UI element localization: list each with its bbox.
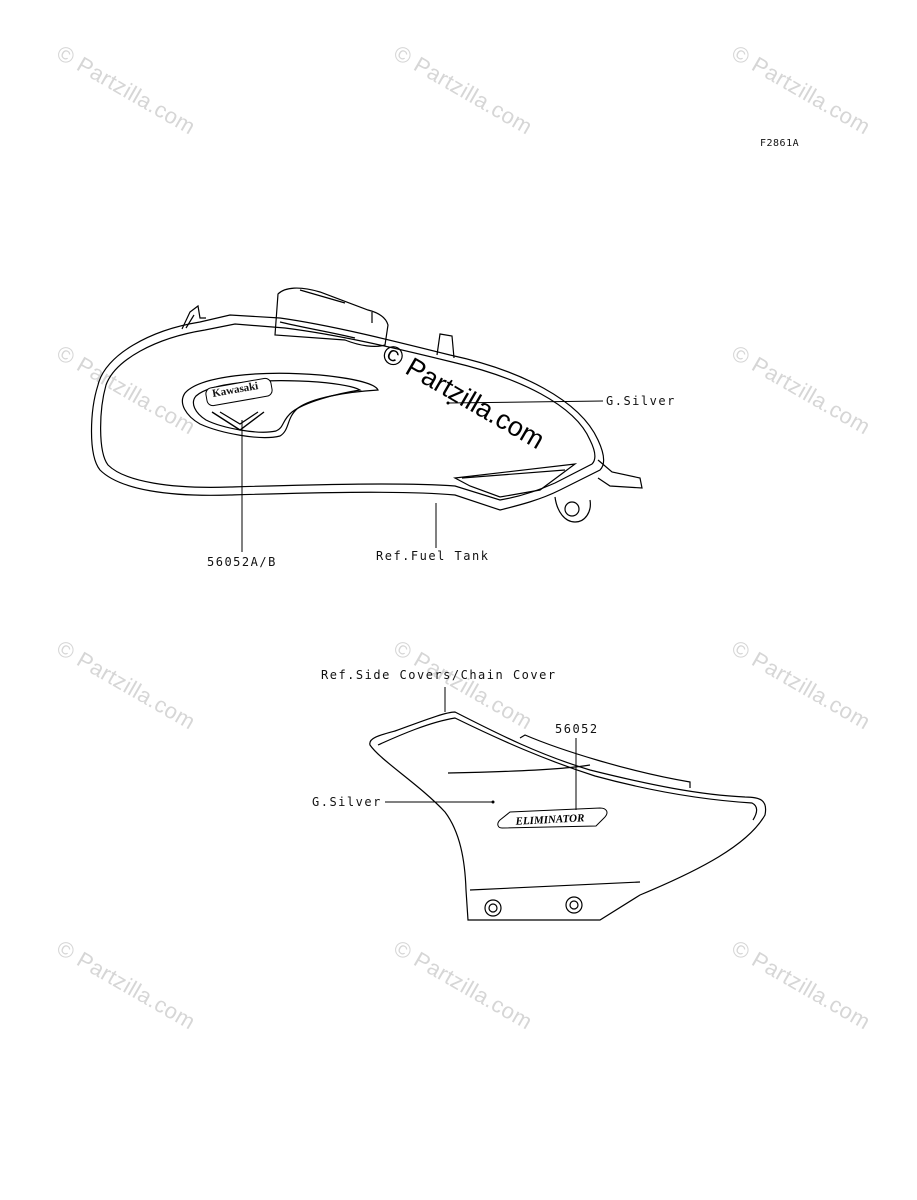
tank-color-label: G.Silver [606, 394, 676, 408]
kawasaki-logo [205, 377, 273, 407]
eliminator-logo: ELIMINATOR [497, 807, 608, 829]
figure-code: F2861A [760, 138, 800, 149]
side-cover-drawing [369, 711, 767, 921]
side-cover-color-label: G.Silver [312, 795, 382, 809]
tank-ref-label: Ref.Fuel Tank [376, 549, 490, 563]
side-cover-ref-label: Ref.Side Covers/Chain Cover [321, 668, 557, 682]
fuel-tank-drawing [90, 287, 643, 523]
side-cover-leaders [385, 687, 577, 810]
tank-leaders [241, 400, 604, 552]
eliminator-logo-text: ELIMINATOR [514, 812, 584, 828]
tank-part-label: 56052A/B [207, 555, 277, 569]
side-cover-part-label: 56052 [555, 722, 599, 736]
